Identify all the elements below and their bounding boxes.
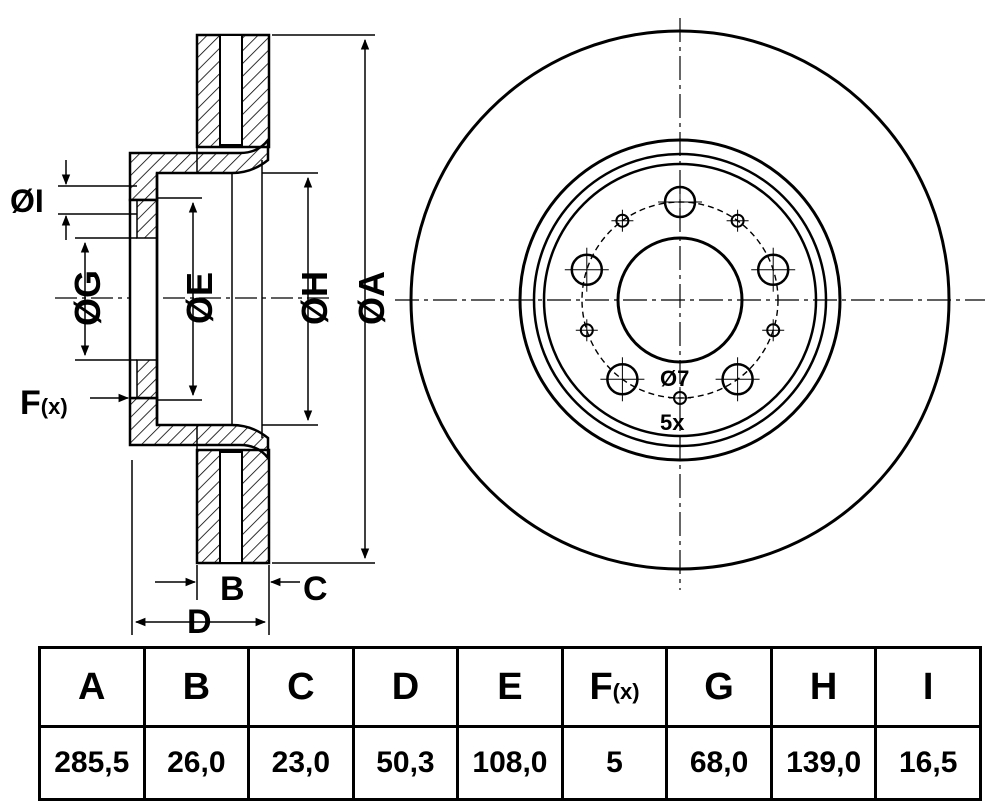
locating-hole <box>669 387 691 409</box>
locating-hole <box>611 209 634 232</box>
value-cell-i: 16,5 <box>874 725 982 801</box>
value-cell-b: 26,0 <box>142 725 251 801</box>
brake-disc-drawing: ØA ØH ØE ØG ØI F(x) B C D Ø7 5x <box>10 18 985 640</box>
bolt-hole <box>564 247 609 292</box>
dim-label-d: D <box>187 603 212 640</box>
bolt-holes <box>564 180 796 402</box>
value-cell-d: 50,3 <box>351 725 460 801</box>
disc-outer-edge <box>409 29 951 571</box>
locating-hole <box>575 319 598 342</box>
value-cell-h: 139,0 <box>769 725 878 801</box>
header-f-sub: (x) <box>612 678 640 704</box>
header-cell-d: D <box>351 646 460 728</box>
bolt-hole <box>751 247 796 292</box>
dim-label-i: ØI <box>10 183 44 219</box>
table-value-row: 285,5 26,0 23,0 50,3 108,0 5 68,0 139,0 … <box>38 725 982 801</box>
locating-hole <box>726 209 749 232</box>
header-cell-f: F(x) <box>560 646 669 728</box>
header-cell-c: C <box>247 646 355 728</box>
header-cell-i: I <box>874 646 982 728</box>
header-cell-h: H <box>769 646 878 728</box>
locating-hole <box>762 319 785 342</box>
dim-label-e: ØE <box>179 272 220 324</box>
header-f-main: F <box>589 665 613 708</box>
dim-label-f: F(x) <box>20 384 68 422</box>
table-header-row: A B C D E F(x) G H I <box>38 646 982 728</box>
specification-table: A B C D E F(x) G H I 285,5 26,0 23,0 50,… <box>38 646 982 801</box>
bolt-hole <box>715 357 760 402</box>
dim-label-g: ØG <box>67 270 108 326</box>
bolt-hole-count-label: 5x <box>660 410 685 435</box>
bolt-hole <box>658 180 702 224</box>
dim-label-c: C <box>303 570 328 608</box>
bolt-hole <box>600 357 645 402</box>
value-cell-e: 108,0 <box>456 725 564 801</box>
center-bore <box>616 236 744 364</box>
value-cell-a: 285,5 <box>38 725 146 801</box>
hat-wall-upper <box>128 136 270 202</box>
value-cell-c: 23,0 <box>247 725 355 801</box>
front-view <box>395 18 985 590</box>
header-cell-g: G <box>665 646 773 728</box>
header-cell-b: B <box>142 646 251 728</box>
dim-label-h: ØH <box>294 271 335 325</box>
section-view <box>55 33 330 565</box>
header-cell-e: E <box>456 646 564 728</box>
dim-label-b: B <box>220 570 245 608</box>
bolt-hole-diameter-label: Ø7 <box>660 366 689 391</box>
header-cell-a: A <box>38 646 146 728</box>
value-cell-f: 5 <box>560 725 669 801</box>
locating-holes <box>575 209 785 409</box>
dim-label-a: ØA <box>351 271 392 325</box>
value-cell-g: 68,0 <box>665 725 773 801</box>
